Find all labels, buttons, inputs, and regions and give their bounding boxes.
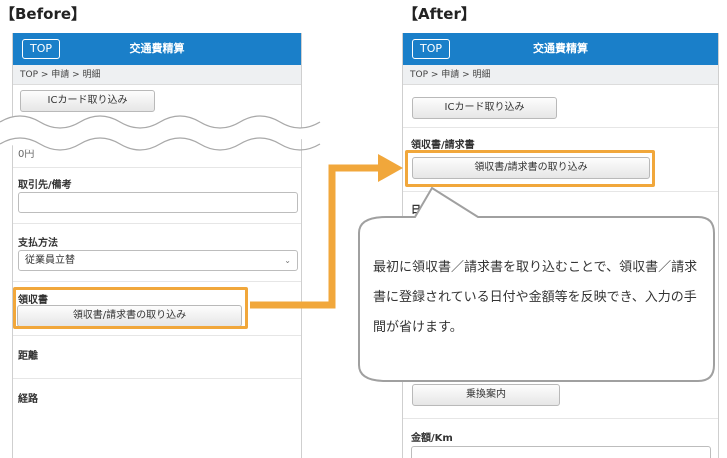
divider [403, 191, 718, 192]
payment-label: 支払方法 [18, 238, 58, 249]
partner-input[interactable] [18, 192, 298, 213]
after-label: 【After】 [403, 5, 476, 23]
divider [13, 223, 301, 224]
top-button[interactable]: TOP [22, 39, 60, 59]
app-header: 交通費精算 TOP [13, 33, 301, 65]
partial-value: 0円 [18, 149, 35, 160]
chevron-down-icon: ⌄ [284, 256, 291, 265]
divider [13, 167, 301, 168]
top-button[interactable]: TOP [412, 39, 450, 59]
transit-guide-button[interactable]: 乗換案内 [412, 384, 560, 406]
breadcrumb: TOP > 申請 > 明細 [403, 65, 718, 85]
divider [403, 127, 718, 128]
divider [403, 418, 718, 419]
app-header: 交通費精算 TOP [403, 33, 718, 65]
app-title: 交通費精算 [533, 42, 588, 55]
receipt-label: 領収書/請求書 [411, 140, 475, 151]
amount-input[interactable] [411, 446, 711, 458]
receipt-label: 領収書 [18, 295, 48, 306]
amount-label: 金額/Km [411, 433, 453, 444]
receipt-import-button[interactable]: 領収書/請求書の取り込み [412, 157, 650, 179]
divider [13, 335, 301, 336]
divider [13, 281, 301, 282]
after-screen: 交通費精算 TOP TOP > 申請 > 明細 ICカード取り込み 領収書/請求… [402, 33, 719, 458]
ic-card-import-button[interactable]: ICカード取り込み [412, 97, 557, 119]
partner-label: 取引先/備考 [18, 180, 72, 191]
divider [13, 378, 301, 379]
before-highlight [13, 287, 248, 329]
ic-card-import-button[interactable]: ICカード取り込み [20, 90, 155, 112]
distance-label: 距離 [18, 351, 38, 362]
app-title: 交通費精算 [129, 42, 185, 55]
route-label: 経路 [18, 394, 38, 405]
breadcrumb: TOP > 申請 > 明細 [13, 65, 301, 85]
date-label: 日付 [411, 205, 431, 216]
before-label: 【Before】 [0, 5, 87, 23]
callout-text: 最初に領収書／請求書を取り込むことで、領収書／請求書に登録されている日付や金額等… [373, 260, 698, 335]
before-screen: 交通費精算 TOP TOP > 申請 > 明細 ICカード取り込み 0円 取引先… [12, 33, 302, 458]
payment-select-value: 従業員立替 [25, 255, 75, 266]
payment-select[interactable]: 従業員立替 ⌄ [18, 250, 298, 271]
after-highlight [405, 150, 655, 187]
